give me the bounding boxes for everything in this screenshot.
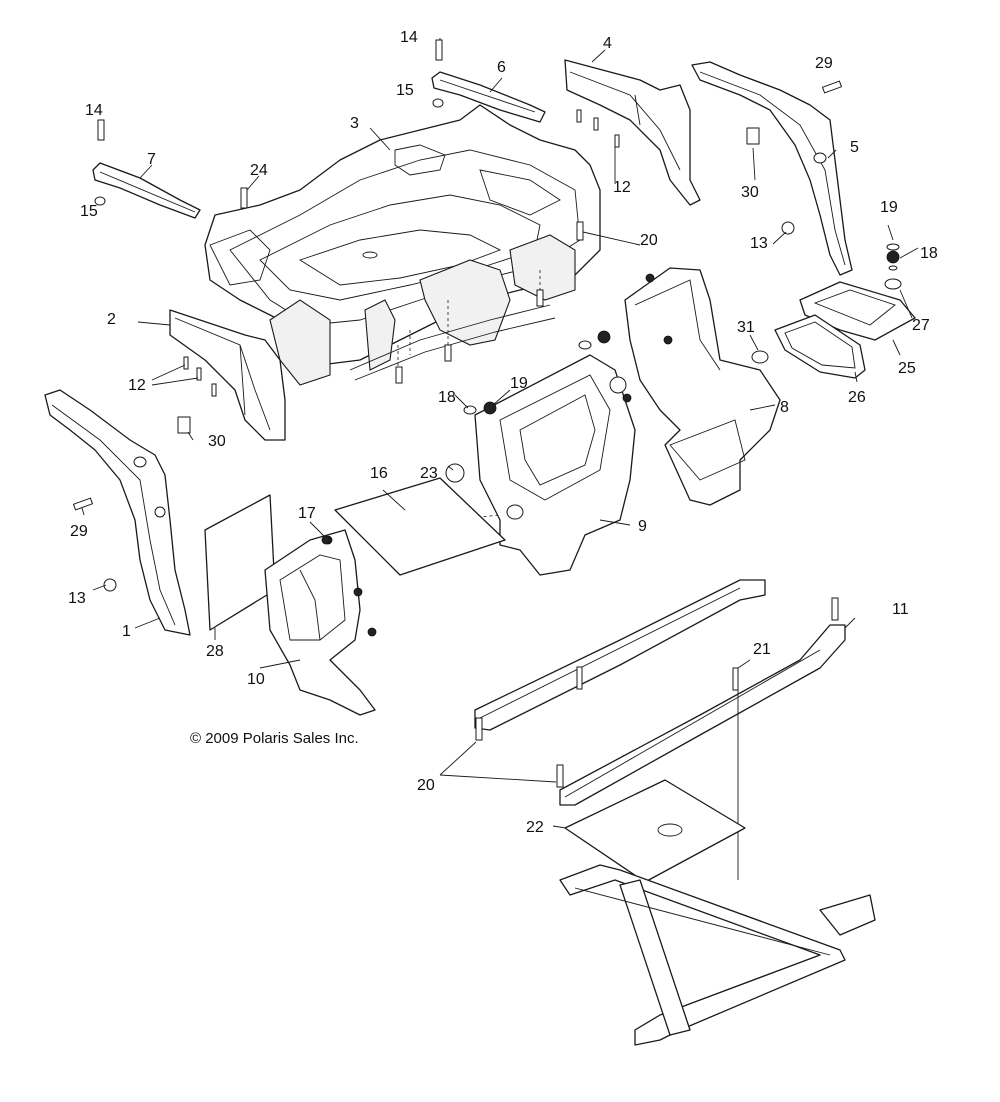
callout-17: 17 xyxy=(298,505,316,522)
callout-28: 28 xyxy=(206,643,224,660)
callout-3: 3 xyxy=(350,115,359,132)
part-22-plate xyxy=(564,779,746,883)
part-27-knob xyxy=(884,250,902,290)
part-7-rail xyxy=(92,162,201,219)
callout-30-left: 30 xyxy=(208,433,226,450)
part-3-cargo-box xyxy=(204,104,601,386)
callout-29-top: 29 xyxy=(815,55,833,72)
part-11-frame-rails xyxy=(474,579,846,880)
callout-labels: 14 6 15 3 4 29 5 14 7 24 15 12 30 20 19 … xyxy=(68,29,938,836)
callout-8: 8 xyxy=(780,399,789,416)
callout-16: 16 xyxy=(370,465,388,482)
callout-26: 26 xyxy=(848,389,866,406)
callout-19-right: 19 xyxy=(880,199,898,216)
callout-23: 23 xyxy=(420,465,438,482)
part-31-plug xyxy=(751,350,769,364)
callout-24: 24 xyxy=(250,162,268,179)
callout-27: 27 xyxy=(912,317,930,334)
callout-2: 2 xyxy=(107,311,116,328)
callout-30-right: 30 xyxy=(741,184,759,201)
callout-14-top: 14 xyxy=(400,29,418,46)
callout-22: 22 xyxy=(526,819,544,836)
callout-13-left: 13 xyxy=(68,590,86,607)
callout-14-left: 14 xyxy=(85,102,103,119)
part-28-sheet xyxy=(204,494,276,631)
callout-5: 5 xyxy=(850,139,859,156)
callout-6: 6 xyxy=(497,59,506,76)
part-6-rail xyxy=(431,71,546,123)
callout-9: 9 xyxy=(638,518,647,535)
part-4-side-panel-right xyxy=(564,59,701,206)
callout-20-upper: 20 xyxy=(640,232,658,249)
copyright-notice: © 2009 Polaris Sales Inc. xyxy=(190,730,359,747)
callout-12-left: 12 xyxy=(128,377,146,394)
part-8-storage-bin-right xyxy=(622,267,781,506)
part-10-storage-bin-left xyxy=(264,529,377,716)
callout-18-center: 18 xyxy=(438,389,456,406)
callout-20-lower: 20 xyxy=(417,777,435,794)
callout-12-right: 12 xyxy=(613,179,631,196)
callout-21: 21 xyxy=(753,641,771,658)
callout-31: 31 xyxy=(737,319,755,336)
callout-29-left: 29 xyxy=(70,523,88,540)
part-26-gasket xyxy=(774,314,866,379)
callout-25: 25 xyxy=(898,360,916,377)
part-2-side-panel-left xyxy=(169,309,286,441)
frame-crossmember xyxy=(559,864,876,1046)
callout-15-left: 15 xyxy=(80,203,98,220)
part-5-fender-right xyxy=(691,61,853,276)
callout-10: 10 xyxy=(247,671,265,688)
callout-11: 11 xyxy=(892,601,909,618)
callout-1: 1 xyxy=(122,623,131,640)
callout-15-top: 15 xyxy=(396,82,414,99)
fasteners xyxy=(72,39,900,592)
part-1-fender-left xyxy=(44,389,191,636)
callout-4: 4 xyxy=(603,35,612,52)
part-16-mat xyxy=(334,477,506,576)
callout-19-center: 19 xyxy=(510,375,528,392)
leader-lines xyxy=(81,38,919,829)
callout-7: 7 xyxy=(147,151,156,168)
callout-18-right: 18 xyxy=(920,245,938,262)
callout-13-right: 13 xyxy=(750,235,768,252)
